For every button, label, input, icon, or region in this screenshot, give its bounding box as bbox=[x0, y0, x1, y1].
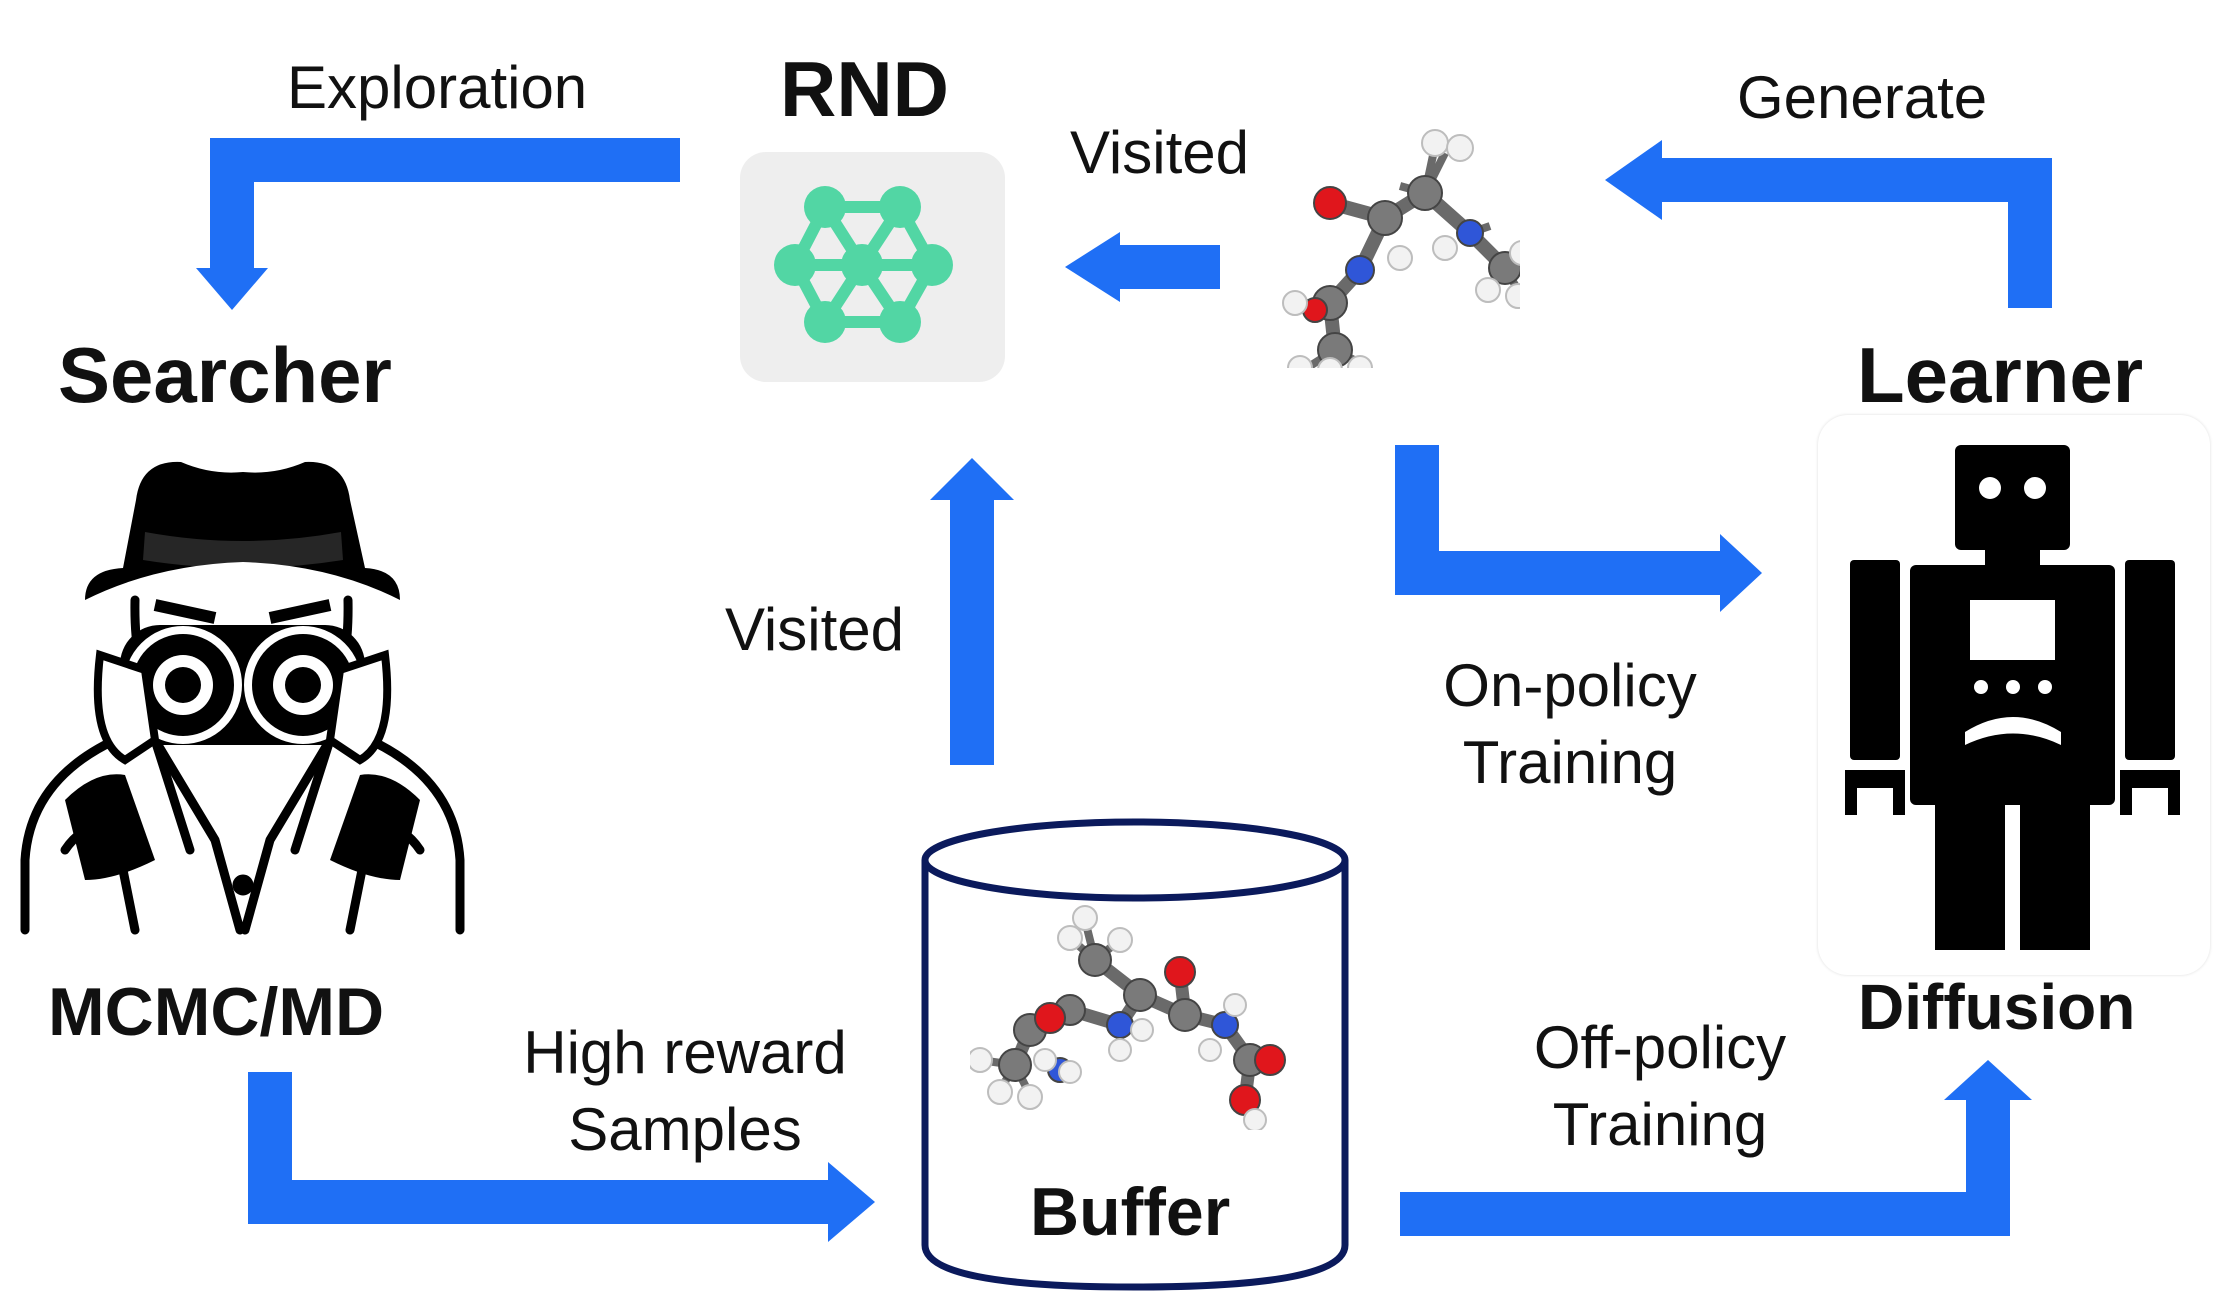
detective-with-binoculars-icon bbox=[20, 461, 465, 935]
rnd-title: RND bbox=[780, 45, 949, 133]
molecule-icon bbox=[1282, 129, 1520, 368]
buffer-to-rnd-arrow bbox=[930, 458, 1014, 765]
on-policy-label: On-policy Training bbox=[1425, 648, 1715, 802]
exploration-arrow bbox=[196, 138, 680, 310]
searcher-title: Searcher bbox=[58, 331, 392, 419]
diffusion-title: Diffusion bbox=[1858, 971, 2136, 1043]
exploration-label: Exploration bbox=[287, 54, 588, 121]
high-reward-arrow bbox=[248, 1072, 875, 1242]
learner-title: Learner bbox=[1857, 331, 2144, 419]
robot-icon bbox=[1845, 445, 2180, 950]
high-reward-label: High reward Samples bbox=[500, 1015, 870, 1169]
on-policy-line2: Training bbox=[1462, 728, 1678, 796]
visited-mid-label: Visited bbox=[725, 596, 905, 663]
neural-network-icon bbox=[740, 152, 1005, 382]
mcmc-md-title: MCMC/MD bbox=[48, 974, 385, 1050]
off-policy-arrow bbox=[1400, 1060, 2032, 1236]
generate-label: Generate bbox=[1737, 64, 1988, 131]
buffer-title: Buffer bbox=[1030, 1174, 1231, 1250]
off-policy-label: Off-policy Training bbox=[1510, 1010, 1810, 1164]
visited-top-label: Visited bbox=[1070, 119, 1250, 186]
off-policy-line2: Training bbox=[1552, 1090, 1768, 1158]
molecule-icon bbox=[970, 905, 1286, 1130]
high-reward-line2: Samples bbox=[568, 1095, 802, 1163]
database-cylinder-icon bbox=[921, 818, 1349, 1291]
on-policy-line1: On-policy bbox=[1443, 652, 1697, 719]
on-policy-arrow bbox=[1395, 445, 1762, 612]
high-reward-line1: High reward bbox=[523, 1019, 847, 1086]
off-policy-line1: Off-policy bbox=[1533, 1014, 1787, 1081]
generate-arrow bbox=[1605, 140, 2052, 308]
visited-to-rnd-arrow bbox=[1065, 232, 1220, 302]
